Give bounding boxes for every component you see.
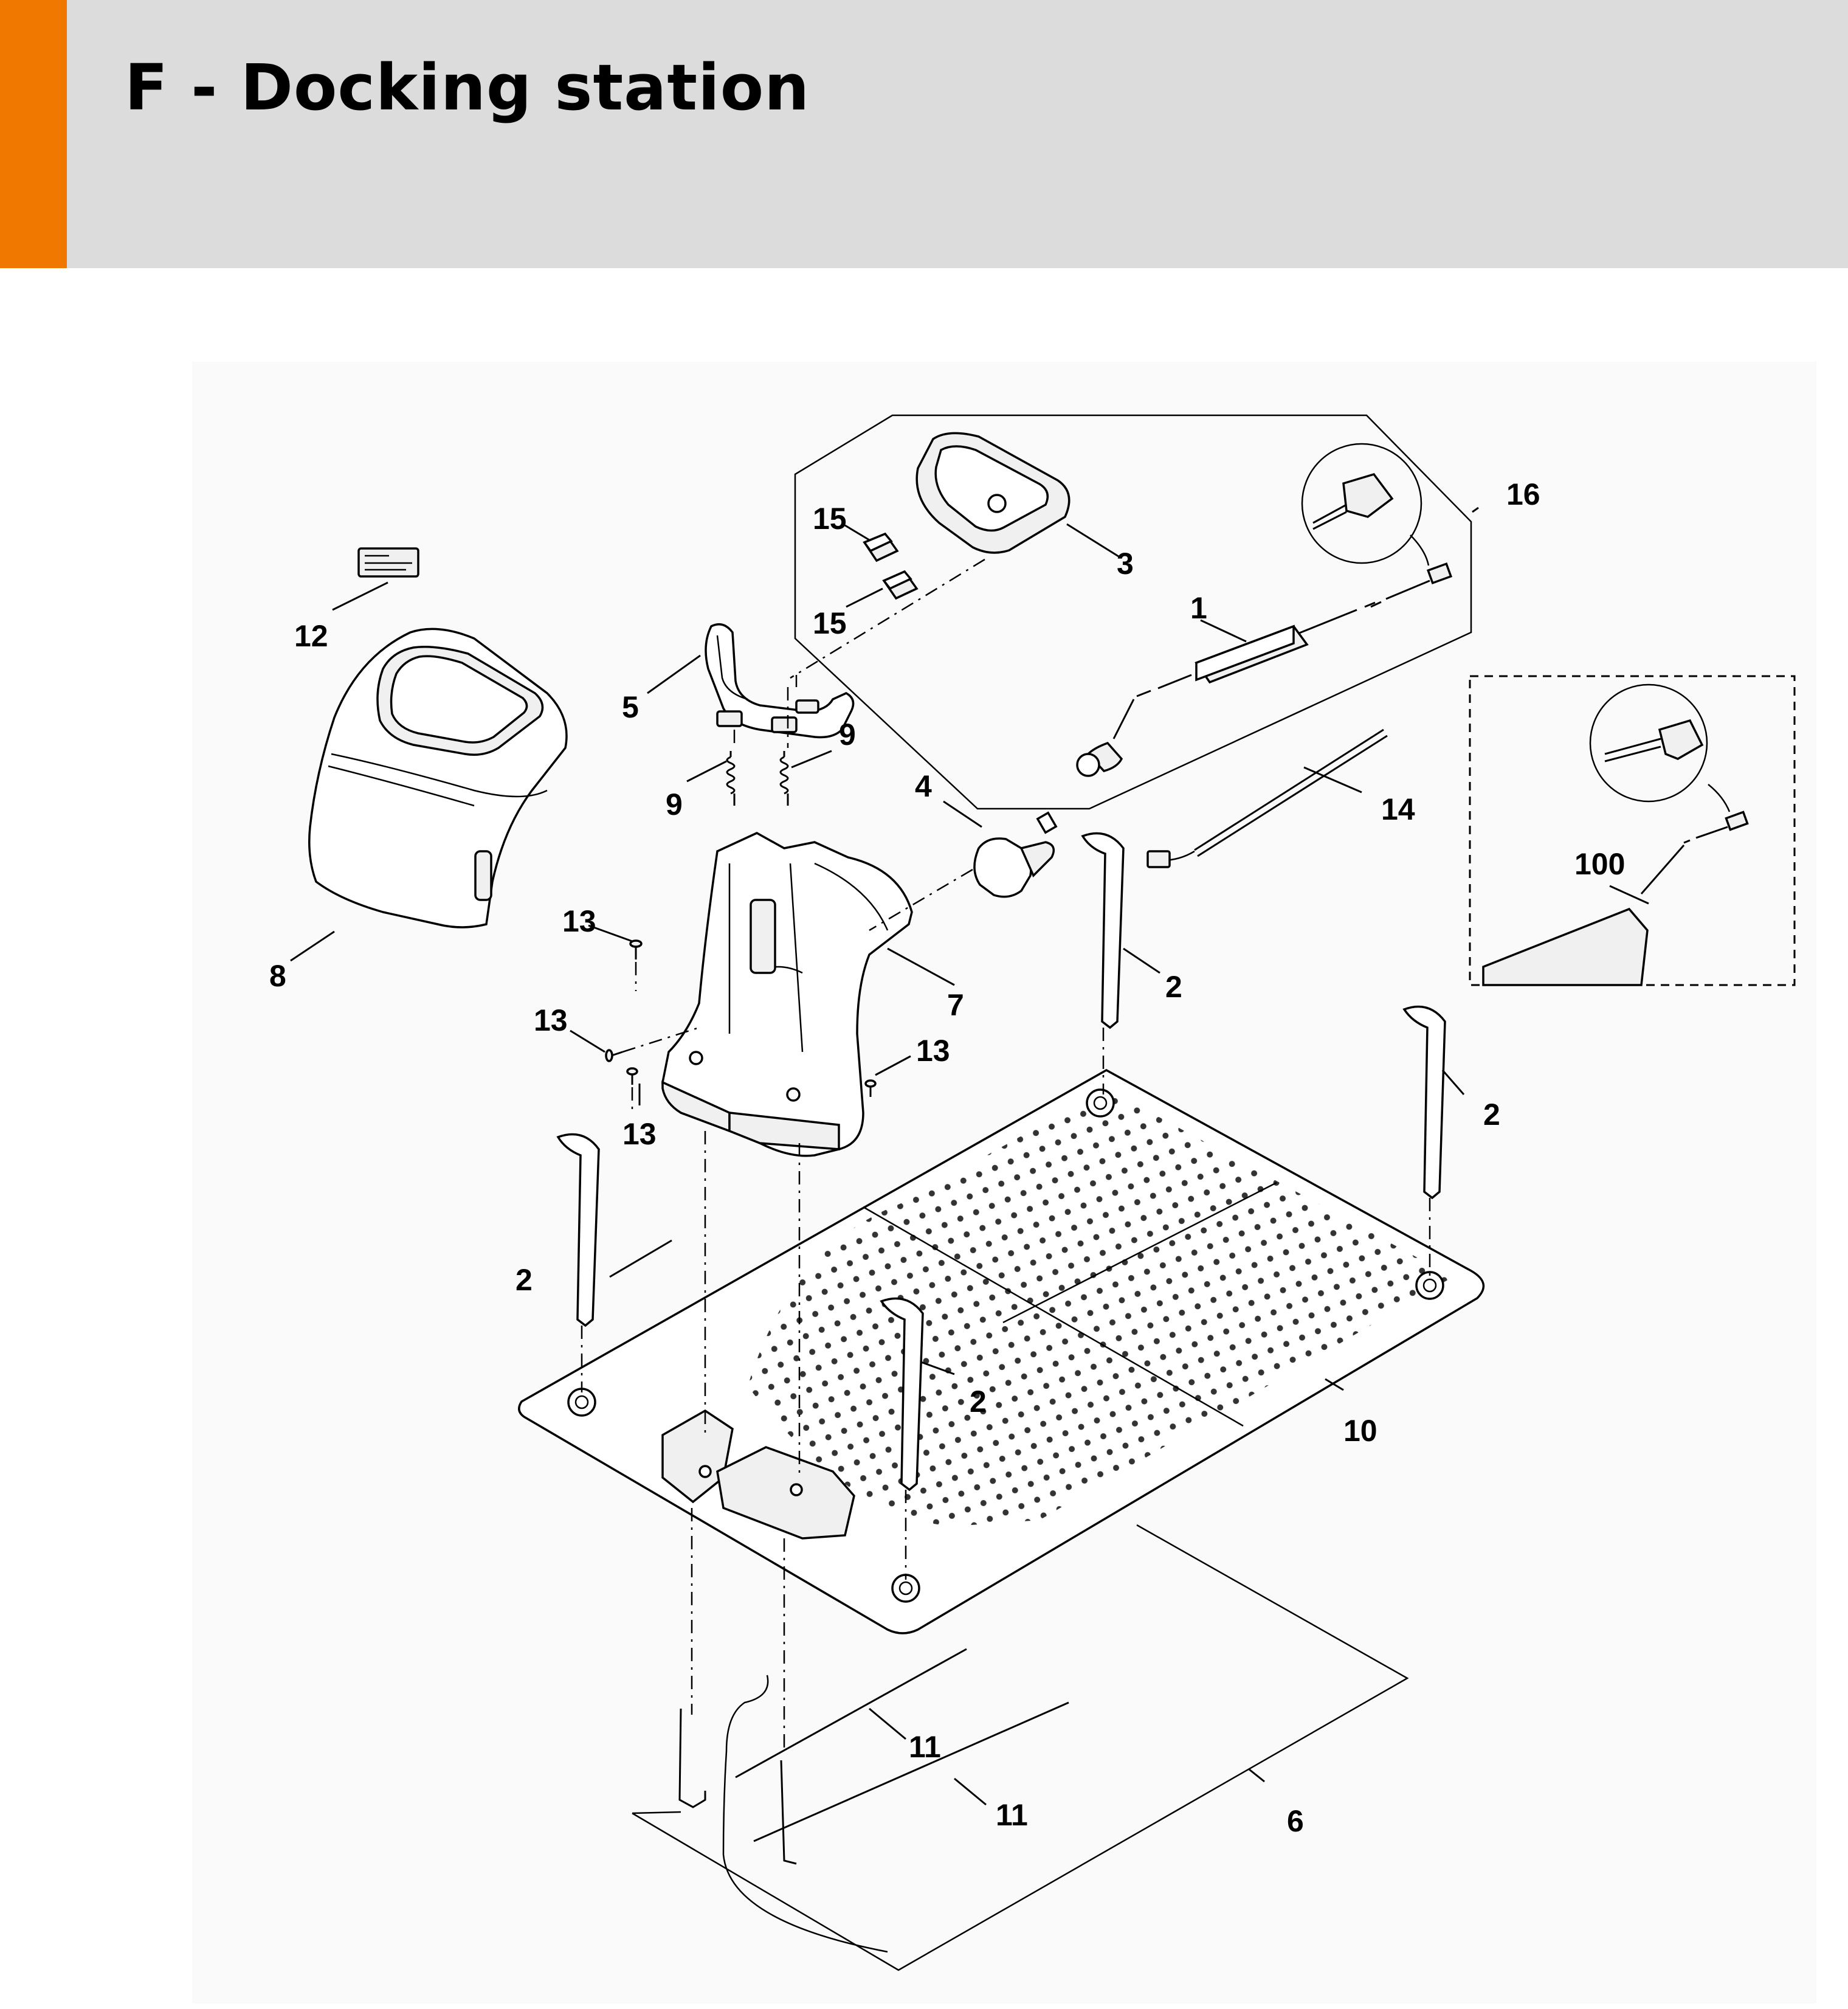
callout-5: 5 xyxy=(622,690,639,724)
callout-15: 15 xyxy=(813,606,847,640)
callout-13: 13 xyxy=(622,1117,657,1151)
callout-leader-lines xyxy=(290,507,1649,1806)
callout-labels: 1 2 2 2 2 3 4 5 6 7 8 9 9 10 11 11 12 13… xyxy=(269,477,1625,1838)
callout-10: 10 xyxy=(1343,1414,1377,1448)
part-4-charging-contact xyxy=(973,811,1058,898)
part-100-power-supply-alt xyxy=(1482,683,1749,986)
part-14-cable xyxy=(1146,728,1388,868)
part-11-wires xyxy=(678,1648,1069,1953)
header-bar: F - Docking station xyxy=(0,0,1848,268)
part-6-bottom-mat xyxy=(632,1524,1409,1971)
callout-13: 13 xyxy=(916,1034,950,1068)
callout-2: 2 xyxy=(970,1385,987,1419)
part-9-springs xyxy=(726,751,789,806)
part-16-connector-detail xyxy=(1301,443,1453,608)
callout-11: 11 xyxy=(909,1730,941,1764)
callout-13: 13 xyxy=(534,1003,568,1037)
callout-2: 2 xyxy=(1483,1098,1500,1132)
part-3-cover-insert xyxy=(915,432,1071,554)
callout-14: 14 xyxy=(1381,792,1415,826)
callout-9: 9 xyxy=(666,787,683,821)
page-title: F - Docking station xyxy=(125,50,810,125)
callout-16: 16 xyxy=(1506,477,1540,511)
part-7-base-housing xyxy=(661,832,913,1157)
callout-3: 3 xyxy=(1117,547,1134,581)
part-13-screws xyxy=(605,939,877,1097)
callout-100: 100 xyxy=(1574,847,1625,881)
part-10-base-plate xyxy=(518,1068,1485,1634)
callout-13: 13 xyxy=(562,904,596,938)
part-8-hood xyxy=(308,628,568,928)
part-12-label xyxy=(357,547,419,578)
callout-2: 2 xyxy=(1165,970,1182,1004)
part-1-power-supply xyxy=(1076,601,1376,777)
callout-11: 11 xyxy=(996,1798,1028,1832)
callout-4: 4 xyxy=(915,769,932,803)
part-15-rubber-blocks xyxy=(863,532,919,600)
callout-2: 2 xyxy=(515,1263,533,1297)
callout-6: 6 xyxy=(1287,1804,1304,1838)
assembly-guide-lines xyxy=(581,558,1431,1751)
callout-9: 9 xyxy=(839,718,856,752)
callout-12: 12 xyxy=(294,619,328,653)
part-5-contact-frame xyxy=(705,623,855,739)
kit-boundary xyxy=(794,414,1472,810)
callout-8: 8 xyxy=(269,959,286,993)
part-2-pegs xyxy=(556,832,1446,1492)
callout-15: 15 xyxy=(813,502,847,536)
header-accent-stripe xyxy=(0,0,67,268)
callout-7: 7 xyxy=(947,988,964,1022)
callout-1: 1 xyxy=(1190,591,1207,625)
